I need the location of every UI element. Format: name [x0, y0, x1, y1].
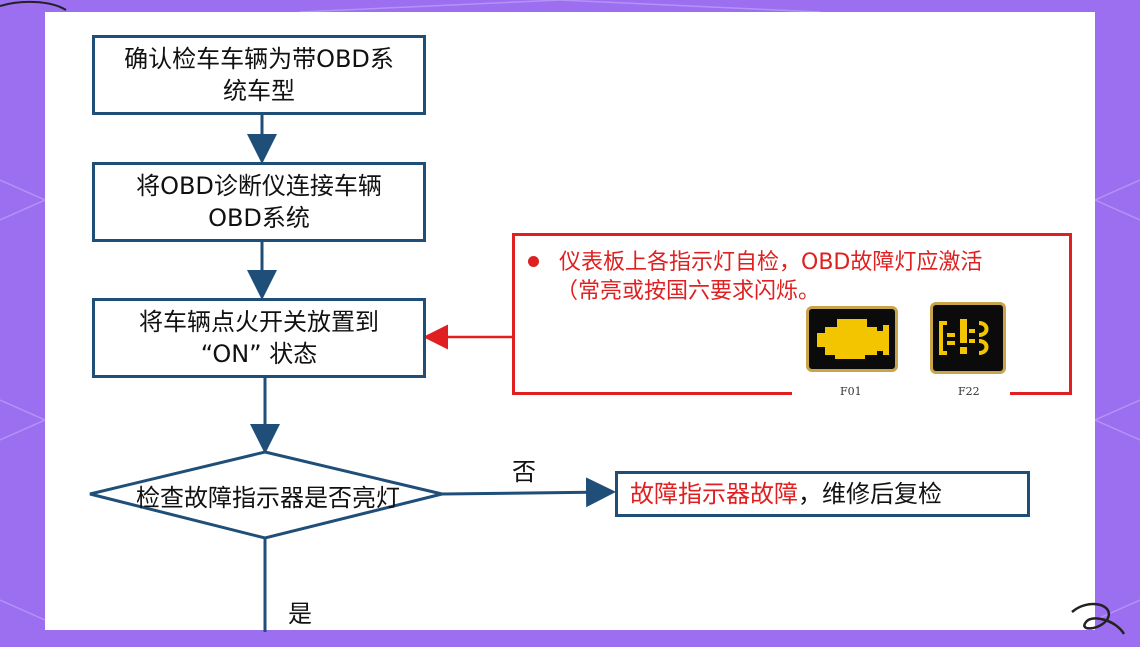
- step2-line2: OBD系统: [208, 204, 310, 232]
- note-line1-text: 仪表板上各指示灯自检，OBD故障灯应激活: [559, 250, 983, 275]
- note-box-bottom-border: [512, 392, 792, 395]
- corner-swirl-decoration-bottom: [1071, 602, 1126, 635]
- step2-line1: 将OBD诊断仪连接车辆: [136, 172, 382, 200]
- lamp-label-f01: F01: [840, 385, 862, 398]
- flow-step-connect-diagnostic: 将OBD诊断仪连接车辆 OBD系统: [92, 162, 426, 242]
- note-line2: （常亮或按国六要求闪烁。: [556, 279, 821, 304]
- connector-decision-no: [441, 477, 616, 508]
- decision-text: 检查故障指示器是否亮灯: [136, 484, 400, 512]
- lamp-label-f22: F22: [958, 385, 980, 398]
- step1-line1: 确认检车车辆为带OBD系: [124, 45, 394, 73]
- flow-step-confirm-vehicle: 确认检车车辆为带OBD系 统车型: [92, 35, 426, 115]
- exhaust-warning-icon: [930, 302, 1006, 374]
- note-line1: 仪表板上各指示灯自检，OBD故障灯应激活: [528, 244, 982, 276]
- step1-line2: 统车型: [223, 77, 295, 105]
- step3-line1: 将车辆点火开关放置到: [139, 308, 379, 336]
- result-action-text: ，维修后复检: [798, 480, 942, 508]
- branch-yes-label: 是: [288, 600, 312, 628]
- engine-check-icon: [806, 306, 898, 372]
- result-fault-text: 故障指示器故障: [630, 480, 798, 508]
- bullet-dot-icon: [528, 255, 539, 267]
- branch-no-label: 否: [512, 458, 536, 486]
- corner-swirl-decoration: [0, 0, 67, 11]
- flow-step-ignition-on: 将车辆点火开关放置到 “ON” 状态: [92, 298, 426, 378]
- result-fault-box: 故障指示器故障，维修后复检: [615, 471, 1030, 517]
- note-box-bottom-border-right: [1010, 392, 1072, 395]
- step3-line2: “ON” 状态: [200, 340, 318, 368]
- note-callout-box: [512, 233, 1072, 395]
